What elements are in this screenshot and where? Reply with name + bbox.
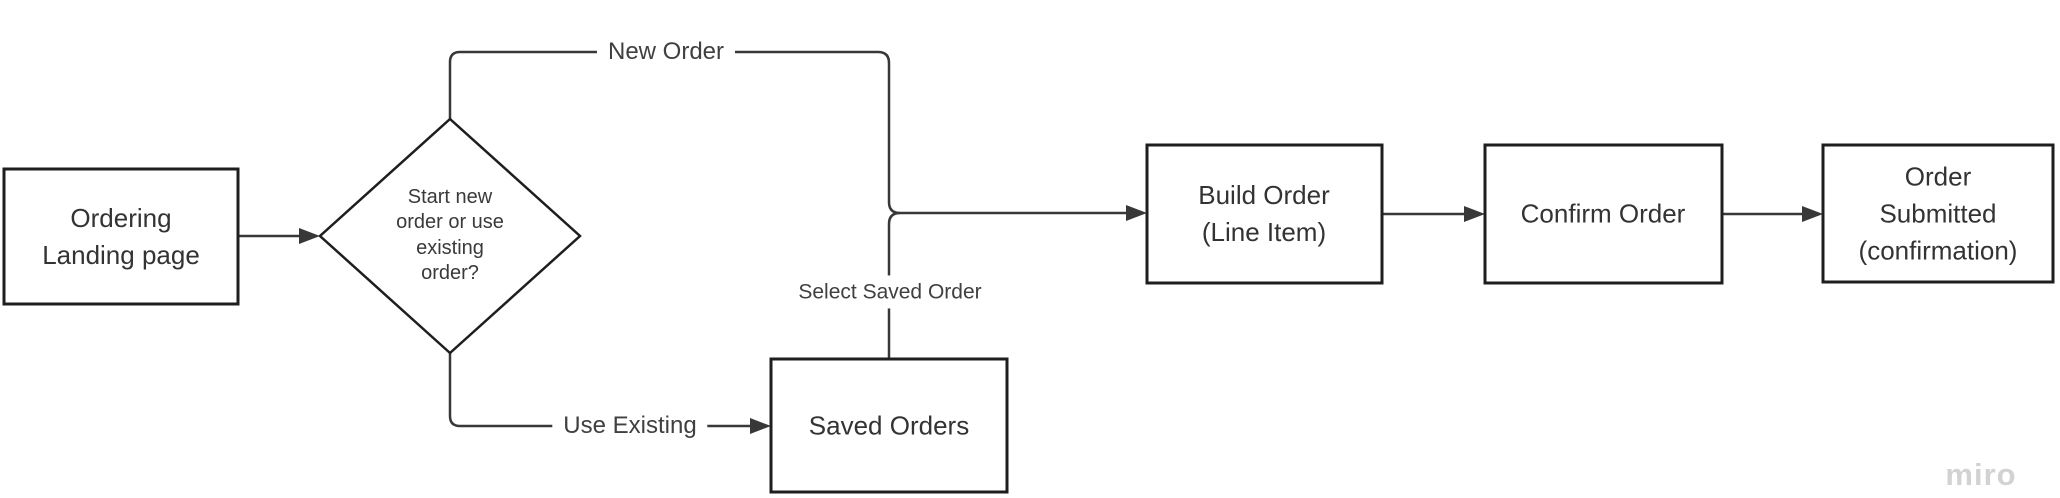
arrowhead-into-submitted	[1802, 206, 1823, 222]
arrowhead-into-build	[1126, 205, 1147, 221]
connector-new-order	[448, 50, 1130, 215]
arrowheads	[299, 205, 1823, 434]
arrowhead-into-decision	[299, 228, 320, 244]
connector-use-existing	[448, 353, 754, 428]
node-build-order-shape[interactable]	[1145, 143, 1384, 285]
arrowhead-into-confirm	[1464, 206, 1485, 222]
connector-select-saved-order	[887, 211, 901, 359]
connector-lines	[238, 50, 1806, 428]
edge-label-use-existing[interactable]: Use Existing	[552, 409, 708, 443]
node-confirm-order-shape[interactable]	[1483, 143, 1724, 285]
node-saved-orders-shape[interactable]	[769, 357, 1009, 494]
node-order-submitted-shape[interactable]	[1821, 143, 2055, 284]
node-ordering-landing-shape[interactable]	[2, 167, 240, 306]
node-decision-shape[interactable]	[318, 117, 582, 355]
edge-label-select-saved-order[interactable]: Select Saved Order	[791, 275, 989, 309]
arrowhead-into-saved	[750, 418, 771, 434]
edge-label-new-order[interactable]: New Order	[596, 35, 736, 69]
miro-logo: miro	[1945, 457, 2017, 492]
